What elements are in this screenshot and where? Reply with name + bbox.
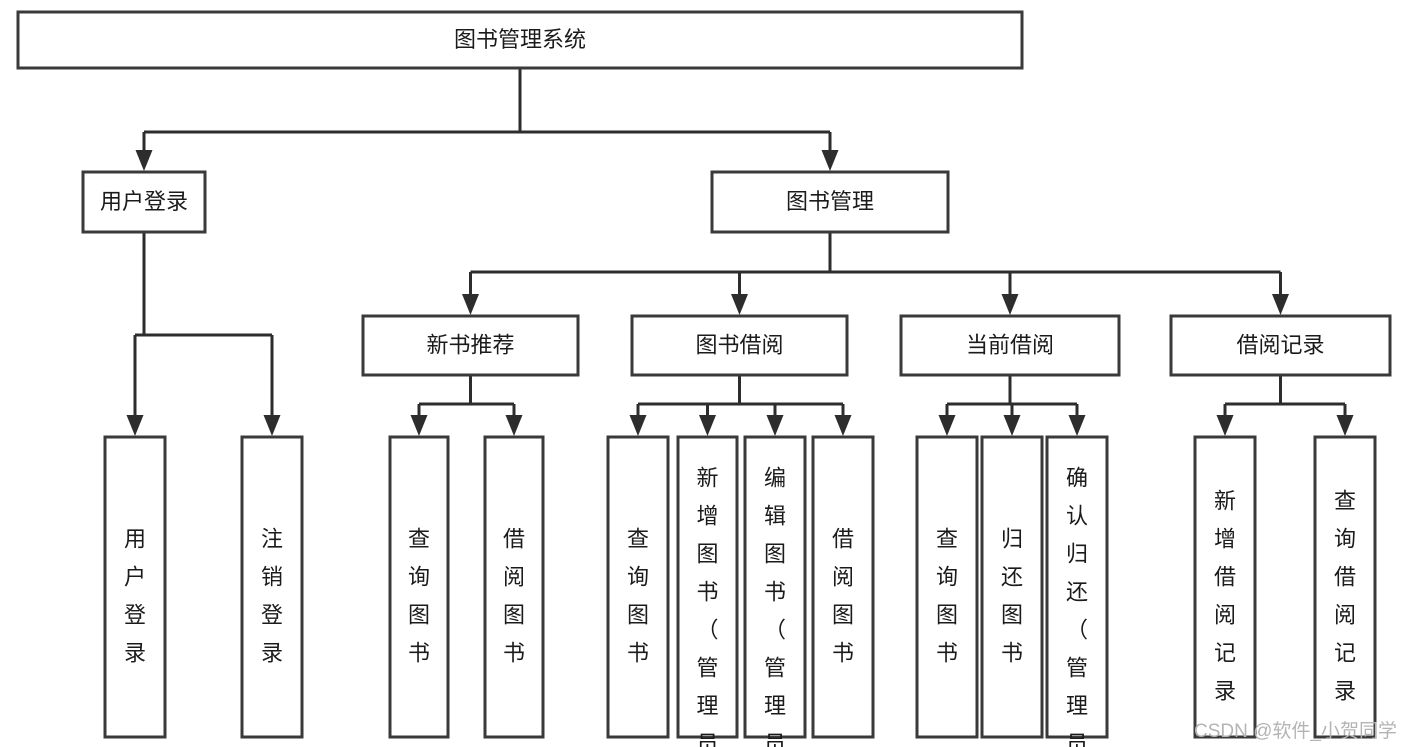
node-label: 借阅图书 — [832, 526, 854, 665]
node-box[interactable] — [606, 435, 670, 739]
node-label: 归还图书 — [1001, 526, 1023, 665]
node-l3-2[interactable]: 图书借阅 — [630, 314, 849, 377]
node-lf-11[interactable]: 确认归还（管理员） — [1045, 435, 1109, 747]
node-lf-12[interactable]: 新增借阅记录 — [1193, 435, 1257, 739]
connector-group-l3-4 — [1216, 375, 1354, 436]
connector-group-root — [135, 68, 839, 171]
node-l2-2[interactable]: 图书管理 — [710, 170, 950, 234]
watermark-text: CSDN @软件_小贺同学 — [1194, 721, 1397, 742]
arrow-head-icon — [1003, 415, 1021, 436]
arrow-head-icon — [1216, 415, 1234, 436]
node-label: 当前借阅 — [966, 332, 1054, 357]
node-box[interactable] — [388, 435, 450, 739]
node-label: 编辑图书（管理员） — [764, 465, 786, 747]
connector-group-l3-2 — [629, 375, 852, 436]
arrow-head-icon — [834, 415, 852, 436]
node-box[interactable] — [1169, 314, 1392, 377]
arrow-head-icon — [410, 415, 428, 436]
node-l3-3[interactable]: 当前借阅 — [899, 314, 1121, 377]
node-label: 新增借阅记录 — [1214, 488, 1236, 703]
node-label: 用户登录 — [124, 526, 146, 665]
node-box[interactable] — [361, 314, 580, 377]
arrow-head-icon — [821, 150, 839, 171]
node-box[interactable] — [1193, 435, 1257, 739]
node-lf-8[interactable]: 借阅图书 — [811, 435, 875, 739]
node-label: 用户登录 — [100, 189, 188, 214]
arrow-head-icon — [135, 150, 153, 171]
node-lf-13[interactable]: 查询借阅记录 — [1313, 435, 1377, 739]
node-box[interactable] — [743, 435, 807, 739]
node-box[interactable] — [1045, 435, 1109, 739]
node-layer: 图书管理系统用户登录图书管理新书推荐图书借阅当前借阅借阅记录用户登录注销登录查询… — [16, 10, 1392, 747]
arrow-head-icon — [731, 294, 748, 315]
node-label: 查询图书 — [627, 526, 649, 665]
node-box[interactable] — [630, 314, 849, 377]
node-label: 新书推荐 — [426, 332, 514, 357]
node-box[interactable] — [103, 435, 167, 739]
node-lf-9[interactable]: 查询图书 — [915, 435, 979, 739]
node-label: 注销登录 — [261, 526, 283, 665]
node-label: 图书管理 — [786, 189, 874, 214]
arrow-head-icon — [766, 415, 784, 436]
node-box[interactable] — [811, 435, 875, 739]
node-label: 图书借阅 — [695, 332, 783, 357]
node-label: 查询图书 — [408, 526, 430, 665]
node-lf-6[interactable]: 新增图书（管理员） — [676, 435, 739, 747]
node-l3-4[interactable]: 借阅记录 — [1169, 314, 1392, 377]
node-box[interactable] — [1313, 435, 1377, 739]
node-lf-4[interactable]: 借阅图书 — [483, 435, 545, 739]
arrow-head-icon — [629, 415, 647, 436]
node-box[interactable] — [980, 435, 1044, 739]
arrow-head-icon — [1001, 294, 1019, 315]
node-box[interactable] — [240, 435, 304, 739]
node-label: 查询借阅记录 — [1334, 488, 1356, 703]
node-lf-3[interactable]: 查询图书 — [388, 435, 450, 739]
node-box[interactable] — [710, 170, 950, 234]
arrow-head-icon — [1068, 415, 1086, 436]
node-box[interactable] — [16, 10, 1024, 70]
arrow-head-icon — [263, 415, 281, 436]
node-label: 借阅记录 — [1236, 332, 1324, 357]
node-box[interactable] — [899, 314, 1121, 377]
connector-group-l3-3 — [938, 375, 1086, 436]
node-lf-5[interactable]: 查询图书 — [606, 435, 670, 739]
arrow-head-icon — [505, 415, 523, 436]
connector-group-l2-1 — [126, 232, 281, 436]
node-label: 图书管理系统 — [454, 27, 586, 52]
node-lf-7[interactable]: 编辑图书（管理员） — [743, 435, 807, 747]
node-box[interactable] — [81, 170, 207, 234]
arrow-head-icon — [126, 415, 144, 436]
arrow-head-icon — [938, 415, 956, 436]
node-label: 借阅图书 — [503, 526, 525, 665]
node-box[interactable] — [483, 435, 545, 739]
connector-layer — [126, 68, 1354, 436]
connector-group-l2-2 — [462, 232, 1289, 315]
node-label: 查询图书 — [936, 526, 958, 665]
node-label: 新增图书（管理员） — [696, 465, 718, 747]
node-l3-1[interactable]: 新书推荐 — [361, 314, 580, 377]
node-label: 确认归还（管理员） — [1066, 465, 1088, 747]
arrow-head-icon — [1272, 294, 1289, 315]
node-lf-1[interactable]: 用户登录 — [103, 435, 167, 739]
node-box[interactable] — [915, 435, 979, 739]
arrow-head-icon — [462, 294, 479, 315]
node-root[interactable]: 图书管理系统 — [16, 10, 1024, 70]
arrow-head-icon — [1336, 415, 1354, 436]
node-box[interactable] — [676, 435, 739, 739]
connector-group-l3-1 — [410, 375, 523, 436]
arrow-head-icon — [699, 415, 716, 436]
node-lf-10[interactable]: 归还图书 — [980, 435, 1044, 739]
node-lf-2[interactable]: 注销登录 — [240, 435, 304, 739]
node-l2-1[interactable]: 用户登录 — [81, 170, 207, 234]
